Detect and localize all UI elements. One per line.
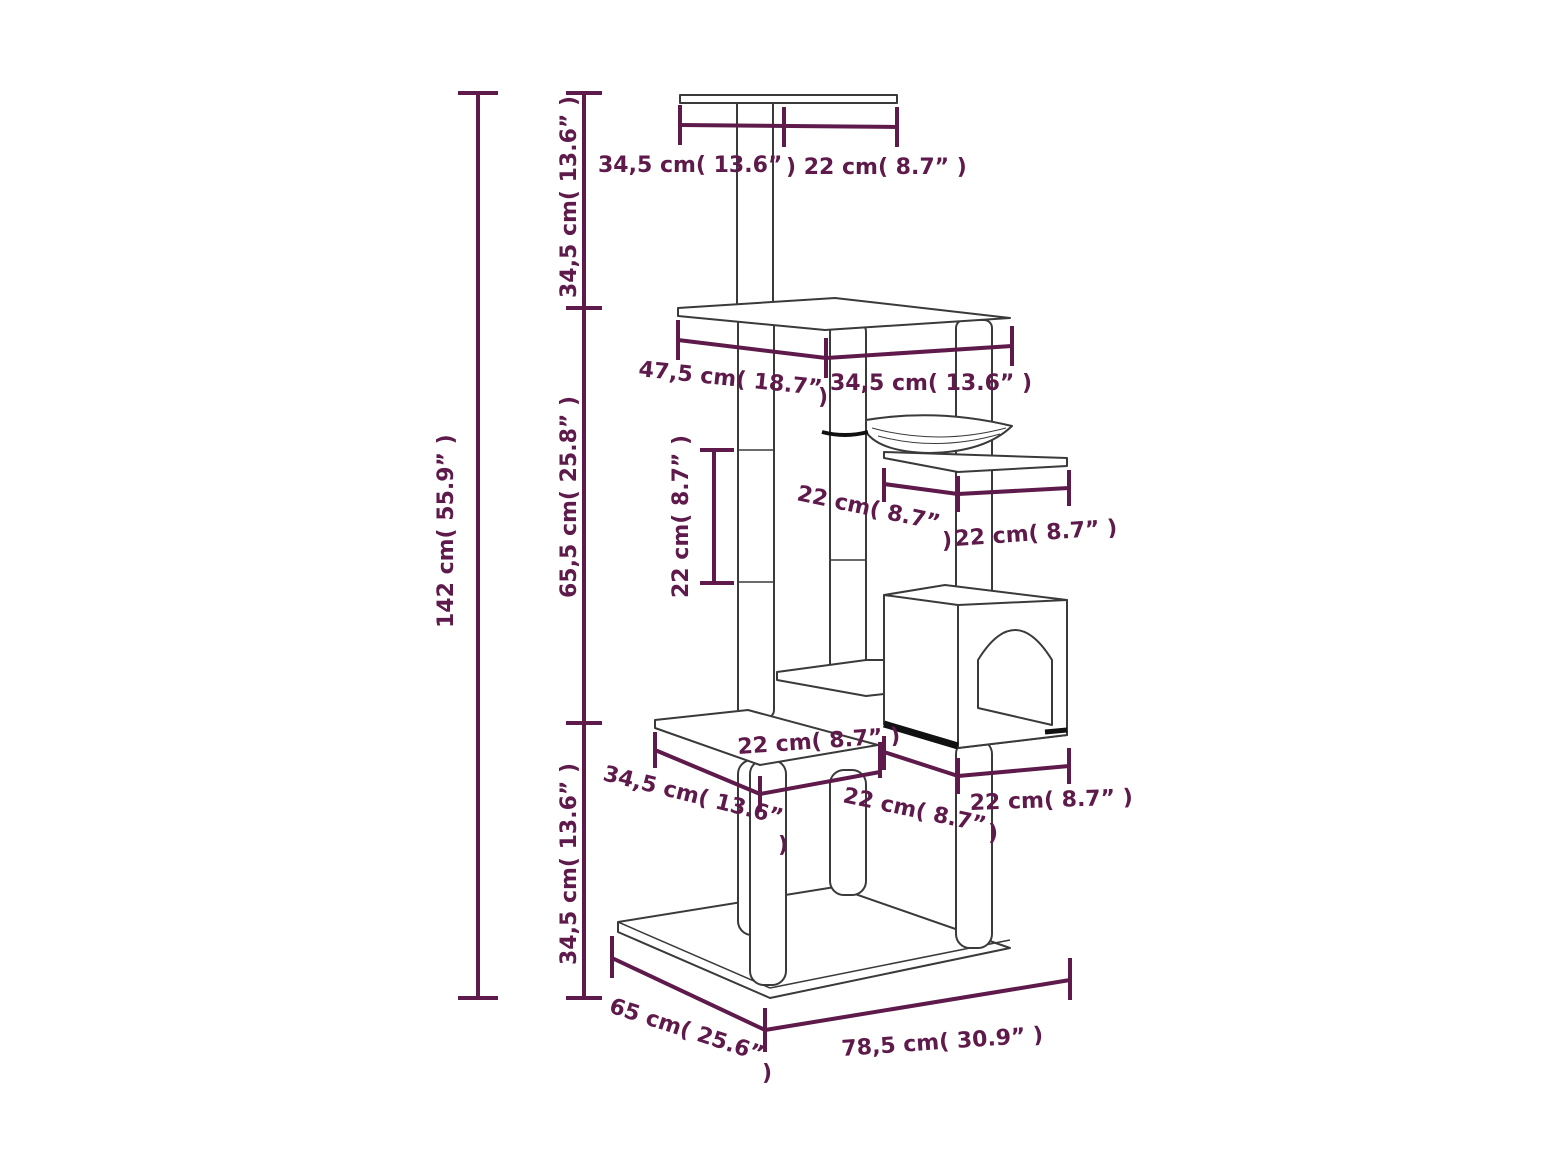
- top-platform: [679, 94, 898, 104]
- upper-platform-width-close: ): [818, 385, 828, 410]
- small-step: [776, 659, 885, 697]
- bottom-post-back: [829, 769, 867, 896]
- cat-tree-illustration: [617, 94, 1068, 999]
- base-width-label: 78,5 cm( 30.9” ): [841, 1023, 1044, 1062]
- condo-width-close: ): [988, 821, 998, 846]
- base-board: [617, 886, 1011, 999]
- side-platform: [883, 451, 1068, 473]
- bottom-post-right: [955, 739, 993, 949]
- condo-depth-label: 22 cm( 8.7” ): [969, 785, 1133, 816]
- upper-platform: [677, 297, 1011, 331]
- dimension-lines: [458, 91, 1072, 1052]
- bottom-section-height-label: 34,5 cm( 13.6” ): [557, 763, 582, 965]
- condo-box: [883, 584, 1068, 750]
- upper-platform-depth-label: 34,5 cm( 13.6” ): [830, 371, 1032, 396]
- upper-platform-width-label: 47,5 cm( 18.7”: [637, 357, 823, 401]
- hammock-basket: [865, 414, 1013, 454]
- lower-platform-width-close: ): [778, 833, 788, 858]
- lower-platform: [654, 709, 879, 766]
- total-height-label: 142 cm( 55.9” ): [434, 434, 459, 628]
- side-platform-width-close: ): [942, 529, 952, 554]
- tall-post-left: [737, 299, 775, 719]
- top-platform-depth-label: ) 22 cm( 8.7” ): [786, 155, 967, 180]
- top-platform-width-label: 34,5 cm( 13.6”: [598, 153, 782, 178]
- scratch-post-height-label: 22 cm( 8.7” ): [669, 435, 694, 598]
- base-depth-label: 65 cm( 25.6”: [606, 994, 767, 1067]
- base-depth-close: ): [762, 1061, 772, 1086]
- top-section-height-label: 34,5 cm( 13.6” ): [557, 96, 582, 298]
- middle-section-height-label: 65,5 cm( 25.8” ): [557, 396, 582, 598]
